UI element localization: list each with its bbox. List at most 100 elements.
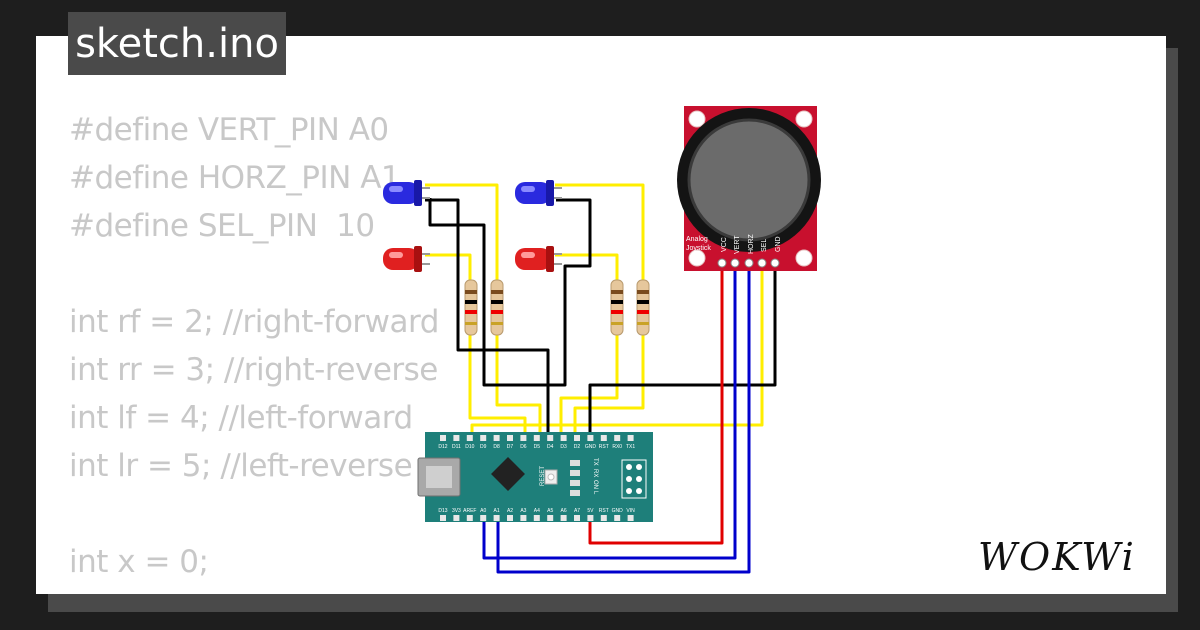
top-pin-label: D10 bbox=[465, 444, 474, 450]
top-pin-label: D3 bbox=[560, 444, 567, 450]
bottom-pin-label: 3V3 bbox=[452, 508, 461, 514]
top-pin-label: D2 bbox=[574, 444, 581, 450]
wire-black-led2 bbox=[428, 198, 592, 387]
code-line: int lr = 5; //left-reverse bbox=[69, 448, 413, 484]
bottom-pin-pad[interactable] bbox=[614, 515, 621, 521]
joystick-module[interactable]: Analog Joystick VCC VERT HORZ SEL GND bbox=[677, 106, 821, 271]
top-pin-label: D9 bbox=[480, 444, 487, 450]
icsp-header bbox=[621, 459, 647, 499]
top-pin-label: D4 bbox=[547, 444, 554, 450]
top-pin-pad[interactable] bbox=[560, 435, 567, 441]
bottom-pin-pad[interactable] bbox=[547, 515, 554, 521]
led-red-right[interactable] bbox=[515, 246, 562, 272]
resistor-2 bbox=[490, 279, 504, 336]
bottom-pin-label: A4 bbox=[534, 508, 540, 514]
joystick-pin-vcc: VCC bbox=[721, 237, 728, 252]
top-pin-pad[interactable] bbox=[453, 435, 460, 441]
top-pin-label: RX0 bbox=[612, 444, 622, 450]
top-pin-label: D8 bbox=[493, 444, 500, 450]
top-pin-label: D6 bbox=[520, 444, 527, 450]
top-pin-pad[interactable] bbox=[574, 435, 580, 441]
bottom-pin-pad[interactable] bbox=[520, 515, 527, 521]
top-pin-pad[interactable] bbox=[493, 435, 500, 441]
bottom-pin-pad[interactable] bbox=[507, 515, 513, 521]
top-pin-pad[interactable] bbox=[533, 435, 540, 441]
joystick-pins: VCC VERT HORZ SEL GND bbox=[721, 233, 782, 254]
bottom-pin-label: AREF bbox=[463, 508, 476, 514]
top-pin-label: TX1 bbox=[626, 444, 635, 450]
bottom-pin-pad[interactable] bbox=[466, 515, 473, 521]
joystick-pin-vert: VERT bbox=[734, 235, 741, 254]
bottom-pin-pad[interactable] bbox=[587, 515, 594, 521]
bottom-pin-label: A0 bbox=[480, 508, 486, 514]
bottom-pin-label: RST bbox=[599, 508, 609, 514]
resistors bbox=[464, 279, 650, 336]
code-line: #define VERT_PIN A0 bbox=[69, 112, 389, 148]
leds bbox=[383, 180, 562, 272]
file-tab[interactable]: sketch.ino bbox=[68, 12, 286, 75]
led-blue-right[interactable] bbox=[515, 180, 562, 206]
wire-red-vcc bbox=[588, 262, 724, 545]
bottom-pin-pad[interactable] bbox=[453, 515, 460, 521]
joystick-pin-horz: HORZ bbox=[748, 233, 755, 254]
bottom-pin-pad[interactable] bbox=[600, 515, 607, 521]
joystick-pin-gnd: GND bbox=[775, 236, 782, 252]
bottom-pin-label: A1 bbox=[494, 508, 500, 514]
joystick-label-2: Joystick bbox=[686, 245, 711, 252]
top-pin-label: D5 bbox=[534, 444, 541, 450]
code-line: int x = 0; bbox=[69, 544, 209, 580]
led-blue-left[interactable] bbox=[383, 180, 430, 206]
bottom-pin-label: A5 bbox=[547, 508, 553, 514]
joystick-pin-sel: SEL bbox=[761, 239, 768, 252]
top-pin-pad[interactable] bbox=[520, 435, 527, 441]
top-pin-pad[interactable] bbox=[587, 435, 594, 441]
led-label-l: L bbox=[592, 491, 598, 495]
top-pin-pad[interactable] bbox=[480, 435, 487, 441]
bottom-pin-label: A7 bbox=[574, 508, 580, 514]
bottom-pin-label: VIN bbox=[626, 508, 635, 514]
joystick-label-1: Analog bbox=[686, 236, 708, 243]
led-label-tx: TX bbox=[592, 458, 598, 466]
code-line: int y = 0; bbox=[69, 586, 439, 594]
top-pin-pad[interactable] bbox=[600, 435, 607, 441]
bottom-pin-pad[interactable] bbox=[627, 515, 634, 521]
led-label-on: ON bbox=[592, 480, 598, 489]
bottom-pin-label: 5V bbox=[587, 508, 594, 514]
bottom-pin-pad[interactable] bbox=[574, 515, 580, 521]
wokwi-logo-text: WOKWi bbox=[978, 535, 1136, 579]
top-pin-pad[interactable] bbox=[466, 435, 473, 441]
bottom-pin-label: A2 bbox=[507, 508, 513, 514]
bottom-pin-pad[interactable] bbox=[533, 515, 540, 521]
bottom-pin-pad[interactable] bbox=[440, 515, 446, 521]
resistor-4 bbox=[636, 279, 650, 336]
bottom-pin-pad[interactable] bbox=[493, 515, 500, 521]
wire-black-gnd bbox=[588, 262, 777, 438]
bottom-pin-pad[interactable] bbox=[560, 515, 567, 521]
joystick-knob[interactable] bbox=[687, 118, 811, 242]
code-line: #define SEL_PIN 10 bbox=[69, 208, 375, 244]
code-line: int rr = 3; //right-reverse bbox=[69, 352, 438, 388]
bottom-pin-pad[interactable] bbox=[480, 515, 487, 521]
wire-yellow-sel bbox=[470, 262, 764, 438]
top-pin-pad[interactable] bbox=[614, 435, 621, 441]
code-line: #define HORZ_PIN A1 bbox=[69, 160, 401, 196]
top-pin-label: D11 bbox=[452, 444, 461, 450]
top-pin-pad[interactable] bbox=[627, 435, 634, 441]
top-pin-label: D7 bbox=[507, 444, 514, 450]
top-pin-pad[interactable] bbox=[547, 435, 554, 441]
wire-black-led1 bbox=[425, 198, 550, 438]
mcu-chip bbox=[491, 457, 525, 491]
wokwi-logo: WOKWi bbox=[978, 535, 1136, 579]
top-pin-pad[interactable] bbox=[440, 435, 446, 441]
top-pin-label: RST bbox=[599, 444, 609, 450]
preview-card: #define VERT_PIN A0 #define HORZ_PIN A1 #d… bbox=[36, 36, 1166, 594]
led-red-left[interactable] bbox=[383, 246, 430, 272]
code-editor: #define VERT_PIN A0 #define HORZ_PIN A1 #d… bbox=[69, 106, 439, 594]
code-line: int rf = 2; //right-forward bbox=[69, 304, 439, 340]
wire-yellow-led4 bbox=[555, 253, 619, 438]
code-line: int lf = 4; //left-forward bbox=[69, 400, 413, 436]
top-pin-pad[interactable] bbox=[507, 435, 513, 441]
